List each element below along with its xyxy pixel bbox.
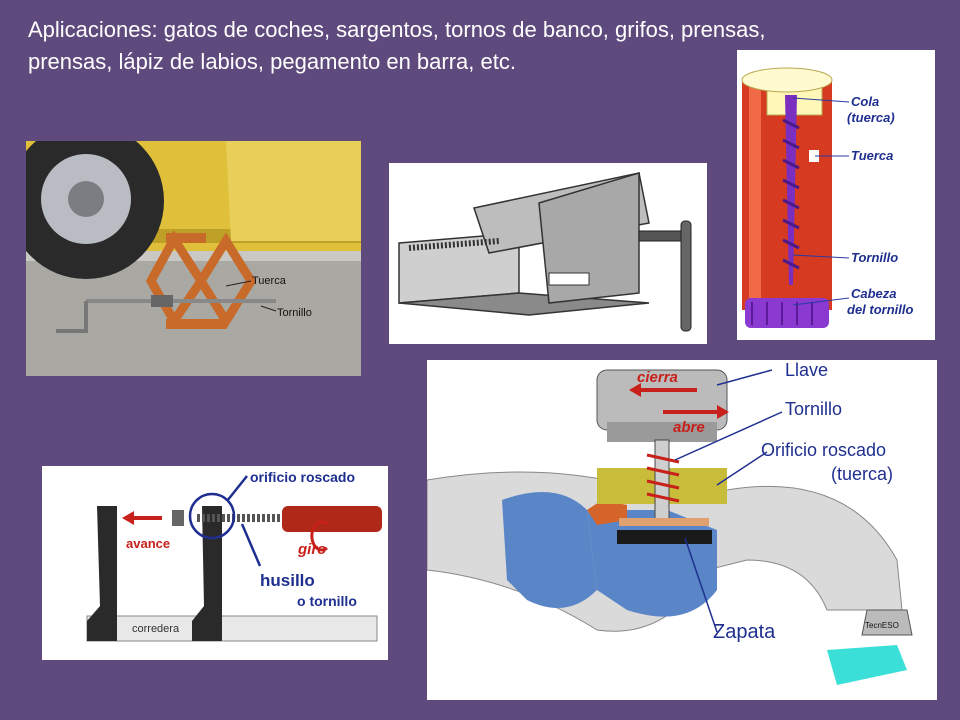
label-turn: giro xyxy=(297,541,326,558)
faucet-image: cierra abre Llave Tornillo Orificio rosc… xyxy=(427,360,937,700)
label-brand: TecnESO xyxy=(865,621,899,630)
label-hole: orificio roscado xyxy=(250,469,355,485)
label-spindle-sub: o tornillo xyxy=(297,593,357,609)
label-slide: corredera xyxy=(132,623,180,635)
label-nut: Tuerca xyxy=(851,148,893,163)
label-spindle: husillo xyxy=(260,571,315,590)
label-shoe: Zapata xyxy=(713,621,776,643)
slide-caption: Aplicaciones: gatos de coches, sargentos… xyxy=(28,14,868,78)
bench-vise-image xyxy=(389,163,707,344)
label-closes: cierra xyxy=(637,369,678,386)
car-jack-image: Tuerca Tornillo xyxy=(26,141,361,376)
label-tail-sub: (tuerca) xyxy=(847,110,895,125)
label-nut: Tuerca xyxy=(252,275,287,287)
caption-line-1: Aplicaciones: gatos de coches, sargentos… xyxy=(28,17,766,42)
label-head: Cabeza xyxy=(851,286,897,301)
label-screw: Tornillo xyxy=(785,399,842,419)
label-head-sub: del tornillo xyxy=(847,302,914,317)
caption-line-2: prensas, lápiz de labios, pegamento en b… xyxy=(28,49,516,74)
label-opens: abre xyxy=(673,419,705,436)
label-hole-sub: (tuerca) xyxy=(831,464,893,484)
label-hole: Orificio roscado xyxy=(761,440,886,460)
label-key: Llave xyxy=(785,360,828,380)
clamp-image: orificio roscado avance giro husillo o t… xyxy=(42,466,388,660)
glue-stick-image: Cola (tuerca) Tuerca Tornillo Cabeza del… xyxy=(737,50,935,340)
label-screw: Tornillo xyxy=(277,307,312,319)
label-tail: Cola xyxy=(851,94,879,109)
label-advance: avance xyxy=(126,536,170,551)
label-screw: Tornillo xyxy=(851,250,898,265)
